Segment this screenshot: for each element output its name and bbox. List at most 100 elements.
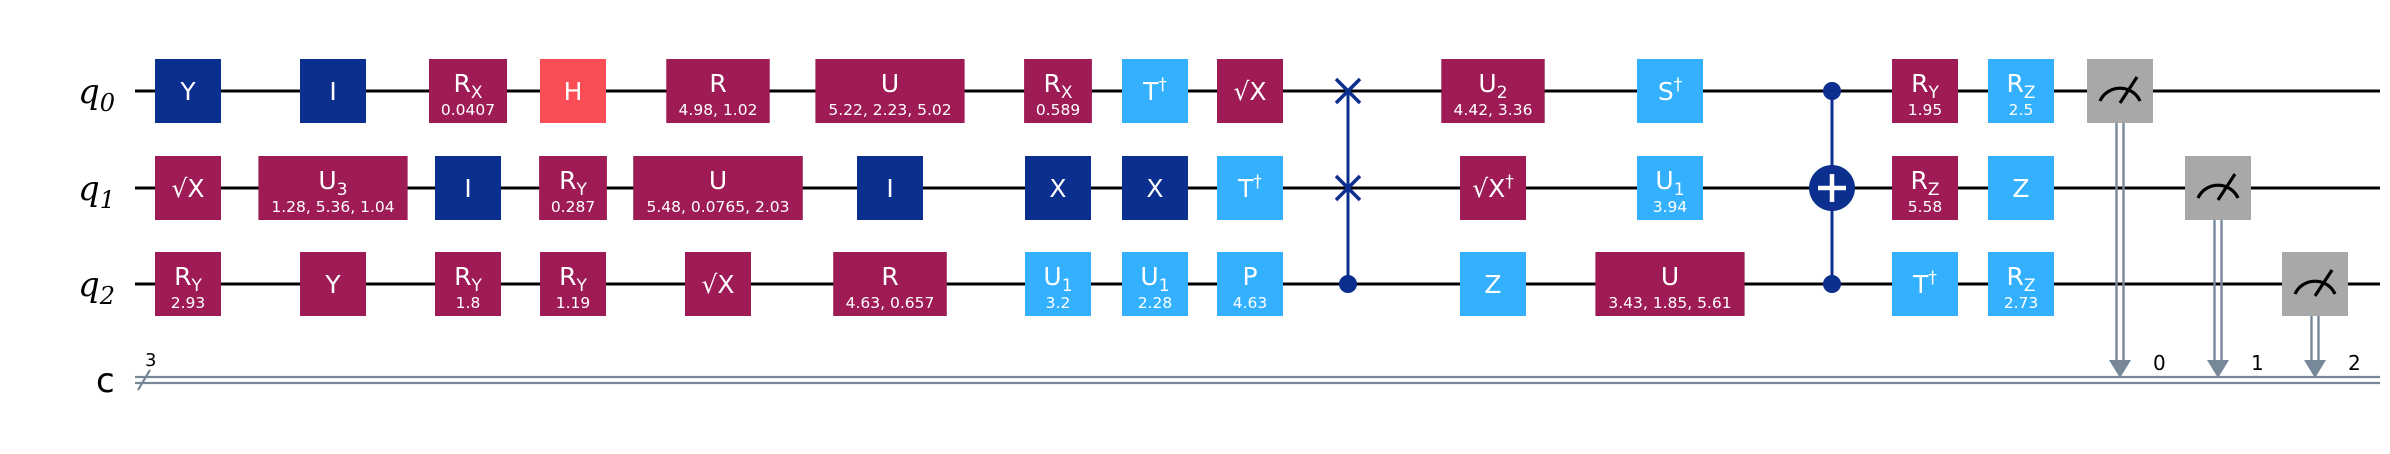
qubit-label-1: q1 bbox=[78, 169, 115, 214]
gate-title-main: S bbox=[1658, 77, 1674, 106]
gate-1-1: U31.28, 5.36, 1.04 bbox=[258, 156, 408, 220]
wires-layer bbox=[135, 89, 2380, 391]
gate-box bbox=[1988, 156, 2054, 220]
gate-0-3: H bbox=[540, 59, 606, 123]
measure-arrow-icon bbox=[2304, 360, 2326, 378]
measure-0: 0 bbox=[2087, 59, 2166, 378]
gate-title-sub: X bbox=[1061, 83, 1073, 103]
gate-2-13: T† bbox=[1892, 252, 1958, 316]
gate-title: RY bbox=[174, 262, 202, 296]
gate-param: 2.93 bbox=[171, 294, 206, 312]
measure-box bbox=[2087, 59, 2153, 123]
measure-1: 1 bbox=[2185, 156, 2264, 378]
gate-title-main: R bbox=[1911, 69, 1928, 98]
qubit-label-index: 2 bbox=[99, 282, 115, 310]
gate-box bbox=[1892, 252, 1958, 316]
gate-2-5: R4.63, 0.657 bbox=[833, 252, 947, 316]
gate-title: T† bbox=[1237, 172, 1262, 203]
gate-title: U3 bbox=[318, 166, 347, 200]
gate-1-10: √X† bbox=[1460, 156, 1526, 220]
gate-title: Z bbox=[1484, 270, 1501, 299]
gate-title: √X† bbox=[1472, 172, 1514, 203]
gate-param: 1.8 bbox=[456, 294, 481, 312]
gate-title-main: U bbox=[318, 166, 336, 195]
gate-title-main: √X bbox=[1472, 174, 1505, 203]
gate-0-4: R 4.98, 1.02 bbox=[666, 59, 770, 123]
gate-title: RY bbox=[559, 262, 587, 296]
gate-title: S† bbox=[1658, 75, 1683, 106]
gate-param: 4.98, 1.02 bbox=[679, 101, 758, 119]
gate-title-sub: Y bbox=[575, 276, 587, 296]
gate-box bbox=[1217, 252, 1283, 316]
target-plus-icon bbox=[1818, 174, 1846, 202]
gate-title-main: X bbox=[1146, 174, 1163, 203]
gate-title-main: U bbox=[1655, 166, 1673, 195]
gate-title-main: U bbox=[709, 166, 727, 195]
gate-2-8: P4.63 bbox=[1217, 252, 1283, 316]
meter-arc-icon bbox=[2196, 183, 2240, 199]
gate-box bbox=[1025, 252, 1091, 316]
gate-1-0: √X bbox=[155, 156, 221, 220]
gate-0-13: RY1.95 bbox=[1892, 59, 1958, 123]
gate-2-4: √X bbox=[685, 252, 751, 316]
measure-arrow-icon bbox=[2109, 360, 2131, 378]
classical-register-size: 3 bbox=[145, 350, 156, 371]
gate-box bbox=[1441, 59, 1545, 123]
gate-0-11: S† bbox=[1637, 59, 1703, 123]
gate-2-6: U13.2 bbox=[1025, 252, 1091, 316]
gate-1-14: Z bbox=[1988, 156, 2054, 220]
gate-title-main: Z bbox=[1484, 270, 1501, 299]
clbit-index-label: 1 bbox=[2251, 351, 2264, 375]
gate-2-2: RY1.8 bbox=[435, 252, 501, 316]
gate-param: 0.287 bbox=[551, 198, 595, 216]
gate-1-6: X bbox=[1025, 156, 1091, 220]
meter-arc-icon bbox=[2293, 279, 2337, 295]
gate-box bbox=[1637, 59, 1703, 123]
qubit-label-index: 1 bbox=[100, 186, 115, 214]
gate-title-main: R bbox=[709, 69, 726, 98]
gate-title-main: R bbox=[559, 262, 576, 291]
gate-0-6: RX0.589 bbox=[1024, 59, 1092, 123]
gate-title: √X bbox=[701, 270, 734, 299]
gate-box bbox=[1217, 156, 1283, 220]
gate-param: 2.28 bbox=[1138, 294, 1173, 312]
control-dot bbox=[1823, 275, 1841, 293]
gate-title: R bbox=[709, 69, 726, 98]
gate-title-main: U bbox=[881, 69, 899, 98]
gate-box bbox=[300, 252, 366, 316]
gate-title: T† bbox=[1142, 75, 1167, 106]
gate-title-main: X bbox=[1049, 174, 1066, 203]
gate-box bbox=[1024, 59, 1092, 123]
meter-arc-icon bbox=[2098, 86, 2142, 102]
gate-title-main: R bbox=[2006, 69, 2023, 98]
gate-title-sub: Z bbox=[2024, 83, 2036, 103]
gate-0-0: Y bbox=[155, 59, 221, 123]
gate-title-sub: 1 bbox=[1674, 180, 1685, 200]
gate-title-main: R bbox=[881, 262, 898, 291]
qubit-label-index: 0 bbox=[100, 89, 115, 117]
swap-cross-icon bbox=[1334, 77, 1362, 105]
gate-box bbox=[300, 59, 366, 123]
clbit-index-label: 2 bbox=[2348, 351, 2361, 375]
gate-title: U bbox=[709, 166, 727, 195]
gate-title-main: Y bbox=[179, 77, 196, 106]
gate-title-main: U bbox=[1043, 262, 1061, 291]
gate-box bbox=[435, 252, 501, 316]
gate-title: RZ bbox=[1910, 166, 1939, 200]
meter-needle-icon bbox=[2216, 173, 2237, 201]
gate-box bbox=[666, 59, 770, 123]
gate-box bbox=[1460, 252, 1526, 316]
gate-param: 1.28, 5.36, 1.04 bbox=[271, 198, 394, 216]
gate-title-main: I bbox=[464, 174, 471, 203]
gate-box bbox=[1025, 156, 1091, 220]
control-dot bbox=[1823, 82, 1841, 100]
gate-param: 3.2 bbox=[1046, 294, 1071, 312]
gate-title: X bbox=[1049, 174, 1066, 203]
gate-title: R bbox=[881, 262, 898, 291]
gate-1-8: T† bbox=[1217, 156, 1283, 220]
gate-box bbox=[155, 59, 221, 123]
gate-title-sub: X bbox=[471, 83, 483, 103]
